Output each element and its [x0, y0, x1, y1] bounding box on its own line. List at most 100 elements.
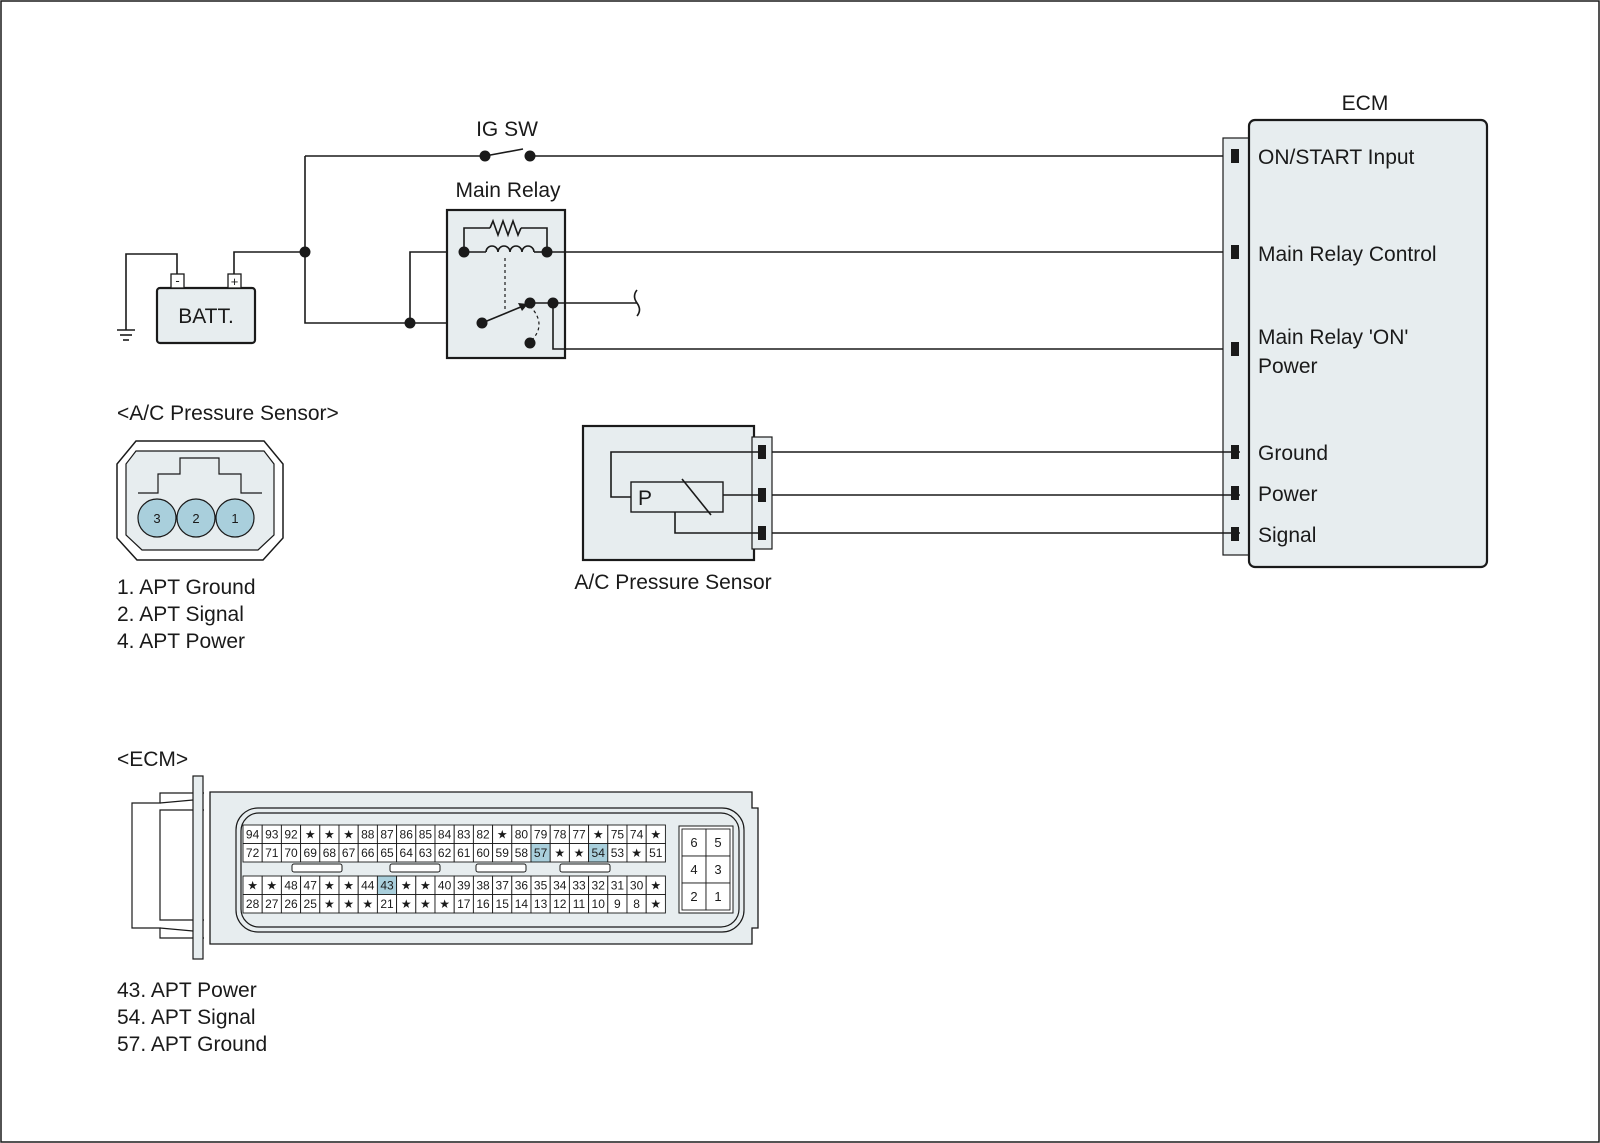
- ecm-pin-label: 14: [515, 897, 529, 911]
- ecm-pin-label: 80: [515, 828, 529, 842]
- ecm-pin-label: 62: [438, 846, 452, 860]
- ecm-pin-label: 77: [572, 828, 586, 842]
- ecm-small-pin-label: 3: [714, 862, 721, 877]
- ecm-pin-label: 10: [592, 897, 606, 911]
- ecm-pin-label: ★: [343, 879, 354, 893]
- ecm-pin-label: ★: [631, 846, 642, 860]
- ecm-small-pin-label: 5: [714, 835, 721, 850]
- ecm-pin-label: 31: [611, 879, 625, 893]
- ecm-pin-label: 37: [496, 879, 510, 893]
- ecm-pin-on-start-input: ON/START Input: [1258, 146, 1415, 169]
- sensor-note: 2. APT Signal: [117, 603, 244, 626]
- ecm-pin-label: 35: [534, 879, 548, 893]
- sensor-caption: A/C Pressure Sensor: [574, 571, 771, 594]
- ground-symbol: [117, 253, 178, 341]
- sensor-note: 1. APT Ground: [117, 576, 256, 599]
- ecm-small-pin-cell: [705, 828, 731, 857]
- ecm-pin-label: 26: [284, 897, 298, 911]
- ecm-pin-label: 34: [553, 879, 567, 893]
- sensor-note: 4. APT Power: [117, 630, 245, 653]
- ecm-note: 54. APT Signal: [117, 1006, 256, 1029]
- ecm-pin-label: 85: [419, 828, 433, 842]
- ecm-pin-label: ★: [554, 846, 565, 860]
- ecm-pin-label: 65: [380, 846, 394, 860]
- ecm-pin-label: 86: [400, 828, 414, 842]
- ecm-pin-label: 16: [476, 897, 490, 911]
- ecm-small-pin-label: 2: [690, 889, 697, 904]
- ecm-pin-label: 12: [553, 897, 567, 911]
- ecm-pin-label: ★: [305, 828, 316, 842]
- ecm-pin-label: 87: [380, 828, 394, 842]
- sensor-symbol: P: [638, 487, 652, 510]
- ecm-small-pin-cell: [681, 828, 707, 857]
- ecm-pin-label: 68: [323, 846, 337, 860]
- ecm-pin-label: 44: [361, 879, 375, 893]
- ecm-pin-cell: [645, 843, 666, 863]
- ecm-pin-label: 43: [380, 879, 394, 893]
- ecm-pin-label: ★: [247, 879, 258, 893]
- ecm-pin-label: ★: [439, 897, 450, 911]
- ecm-small-pin-cell: [681, 882, 707, 911]
- ecm-pin-signal: Signal: [1258, 524, 1316, 547]
- ecm-pin-label: ★: [362, 897, 373, 911]
- ecm-pin-label: 15: [496, 897, 510, 911]
- ecm-pin-label: ★: [324, 897, 335, 911]
- ecm-pin-label: 17: [457, 897, 471, 911]
- ecm-pin-label: ★: [497, 828, 508, 842]
- ecm-pin-label: ★: [420, 879, 431, 893]
- ecm-pin-main-relay-control: Main Relay Control: [1258, 243, 1437, 266]
- ecm-small-pin-label: 1: [714, 889, 721, 904]
- ecm-pin-label: 58: [515, 846, 529, 860]
- ecm-pin-power: Power: [1258, 483, 1318, 506]
- ecm-key-slot: [291, 863, 343, 873]
- ecm-pin-label: 72: [246, 846, 260, 860]
- ecm-connector-title: <ECM>: [117, 748, 188, 771]
- ecm-note: 57. APT Ground: [117, 1033, 267, 1056]
- ecm-pin-label: ★: [650, 897, 661, 911]
- ecm-pin-label: 83: [457, 828, 471, 842]
- ecm-pin-label: 79: [534, 828, 548, 842]
- ecm-block: ECM ON/START Input Main Relay Control Ma…: [1222, 92, 1489, 569]
- ecm-pin-main-relay-on: Main Relay 'ON': [1258, 326, 1408, 349]
- battery-minus-label: -: [175, 273, 179, 288]
- ecm-pin-label: 48: [284, 879, 298, 893]
- ecm-pin-label: 64: [400, 846, 414, 860]
- ecm-pin-label: ★: [324, 828, 335, 842]
- power-wires: [233, 155, 482, 329]
- battery: BATT. - +: [155, 273, 257, 345]
- ecm-pin-label: 67: [342, 846, 356, 860]
- ecm-key-slot: [389, 863, 441, 873]
- ecm-pin-label: 75: [611, 828, 625, 842]
- ecm-pin-label: 51: [649, 846, 663, 860]
- ecm-pin-label: 9: [614, 897, 621, 911]
- ecm-pin-label: 36: [515, 879, 529, 893]
- ecm-pin-label: 94: [246, 828, 260, 842]
- ecm-note: 43. APT Power: [117, 979, 257, 1002]
- ecm-pin-label: 54: [592, 846, 606, 860]
- ecm-pin-label: 82: [476, 828, 490, 842]
- ecm-pin-label: 25: [304, 897, 318, 911]
- ecm-pin-label: 13: [534, 897, 548, 911]
- ecm-pin-label: 84: [438, 828, 452, 842]
- battery-plus-label: +: [231, 274, 239, 289]
- ecm-pin-label: 40: [438, 879, 452, 893]
- ecm-pin-label: 92: [284, 828, 298, 842]
- sensor-pin-2: 2: [192, 511, 199, 526]
- ecm-pin-label: 71: [265, 846, 279, 860]
- ecm-pin-cell: [645, 894, 666, 914]
- junction-dot: [299, 246, 311, 258]
- ecm-pin-label: 33: [572, 879, 586, 893]
- ecm-pin-label: ★: [343, 828, 354, 842]
- ecm-title: ECM: [1342, 92, 1389, 115]
- sensor-connector-title: <A/C Pressure Sensor>: [117, 402, 339, 425]
- ecm-pin-label: ★: [593, 828, 604, 842]
- ecm-pin-label: ★: [650, 879, 661, 893]
- ecm-small-pin-cell: [705, 882, 731, 911]
- main-relay-label: Main Relay: [455, 179, 561, 202]
- ecm-pin-label: 8: [633, 897, 640, 911]
- ecm-pin-label: 63: [419, 846, 433, 860]
- ecm-pin-ground: Ground: [1258, 442, 1328, 465]
